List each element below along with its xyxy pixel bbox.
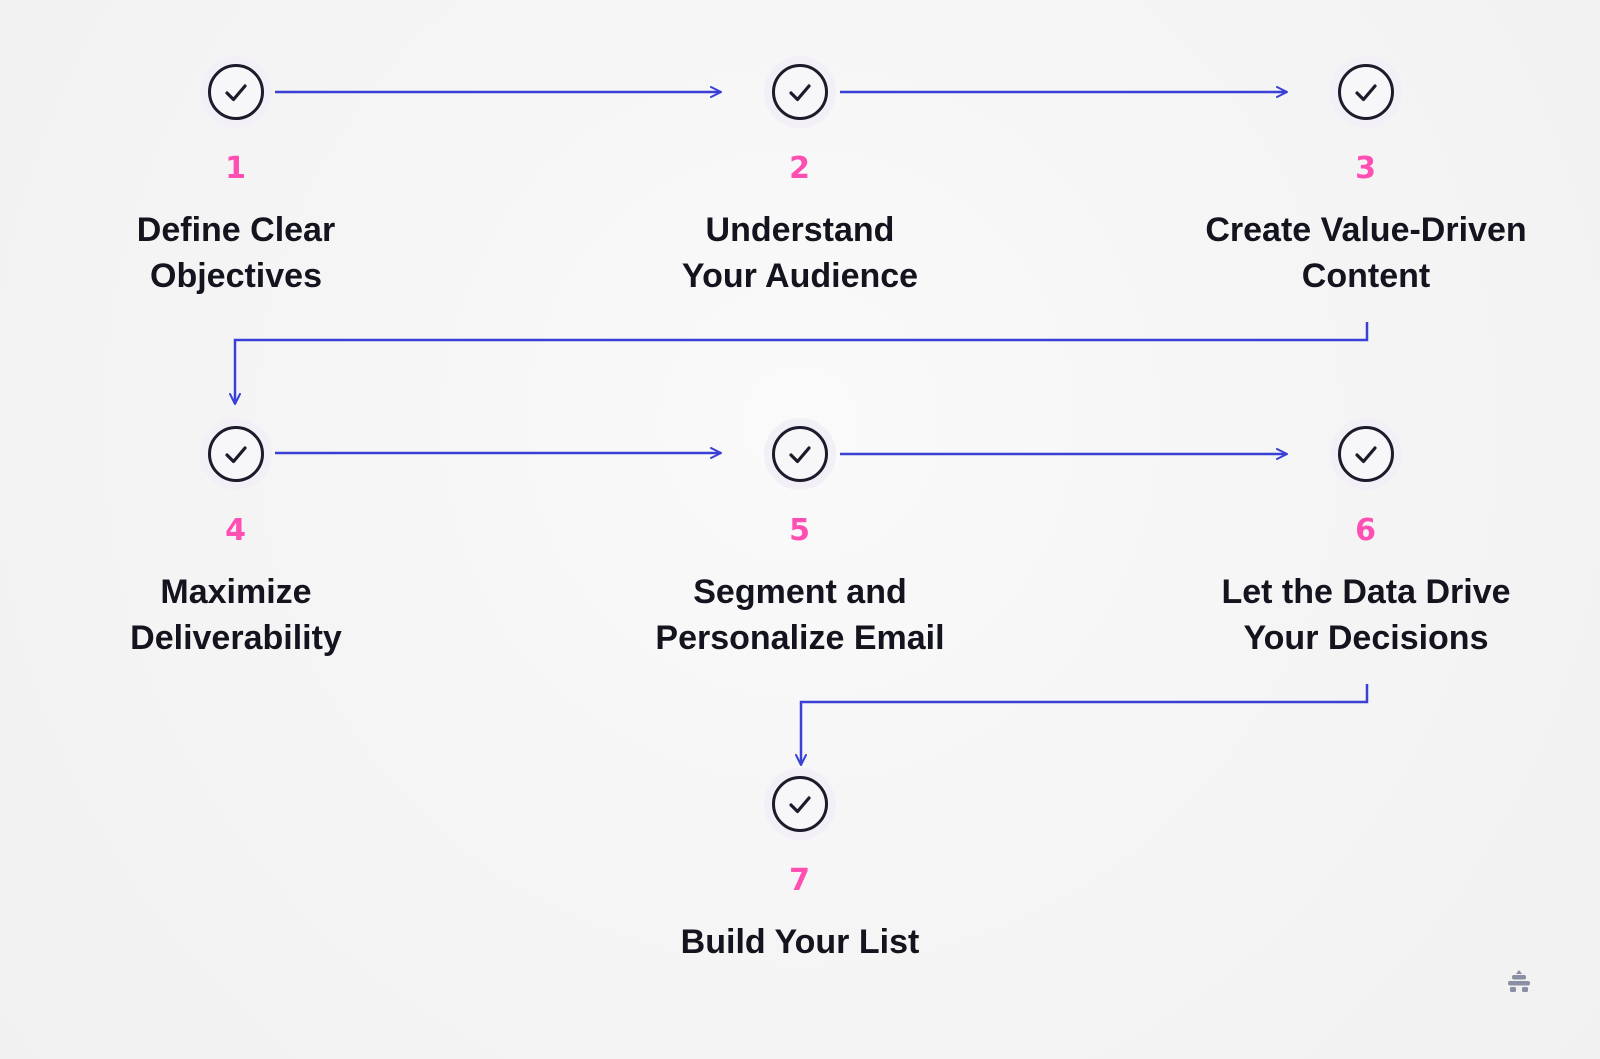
step-number: 5 (789, 513, 811, 548)
step-number: 2 (789, 151, 811, 186)
step-label: Define Clear Objectives (136, 211, 336, 295)
check-circle-icon (772, 776, 828, 832)
step-label: Maximize Deliverability (130, 573, 342, 657)
step-label: Segment and Personalize Email (655, 573, 945, 657)
arrow-step3-to-step4 (229, 322, 1369, 405)
step-label: Create Value-Driven Content (1205, 211, 1527, 295)
check-circle-icon (1338, 426, 1394, 482)
step-number: 7 (789, 863, 811, 898)
step-number: 4 (225, 513, 247, 548)
step-label: Let the Data Drive Your Decisions (1221, 573, 1511, 657)
step-number: 6 (1355, 513, 1377, 548)
check-circle-icon (208, 64, 264, 120)
check-circle-icon (772, 64, 828, 120)
step-label: Understand Your Audience (681, 211, 919, 295)
step-number: 3 (1355, 151, 1377, 186)
step-label: Build Your List (680, 923, 920, 961)
check-circle-icon (1338, 64, 1394, 120)
beehive-logo-icon (1508, 970, 1530, 992)
check-circle-icon (208, 426, 264, 482)
step-number: 1 (225, 151, 247, 186)
arrow-step6-to-step7 (795, 684, 1369, 766)
check-circle-icon (772, 426, 828, 482)
